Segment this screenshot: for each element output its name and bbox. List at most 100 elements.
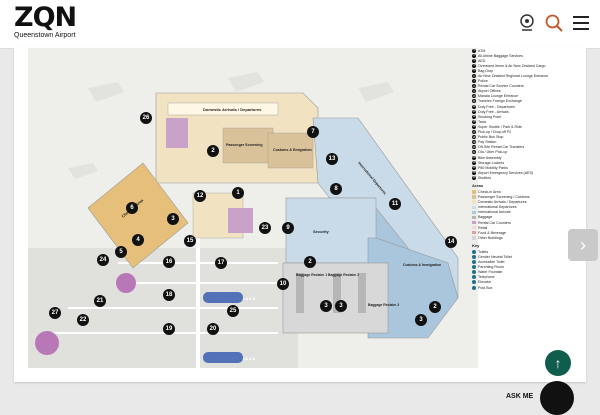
baggage-reclaim-3-label: Baggage Reclaim 3	[368, 303, 399, 307]
legend-key-item-swatch	[472, 255, 476, 260]
menu-icon[interactable]	[571, 13, 591, 33]
map-marker[interactable]: 21	[94, 295, 106, 307]
location-pin-icon[interactable]	[517, 13, 537, 33]
legend-area-swatch	[472, 230, 476, 235]
map-marker[interactable]: 16	[163, 256, 175, 268]
map-marker[interactable]: 10	[277, 278, 289, 290]
legend-item-swatch: 11	[472, 99, 476, 104]
legend-item-label: Airport Emergency Services (AES)	[478, 170, 534, 175]
legend-area: Retail	[472, 225, 584, 230]
legend-key-item-swatch	[472, 285, 476, 290]
legend-key-item-label: Gender Neutral Toilet	[478, 255, 512, 260]
legend-key-item-label: Accessible Toilet	[478, 260, 505, 265]
map-marker[interactable]: 5	[115, 246, 127, 258]
passenger-screening-area	[222, 127, 274, 164]
legend-key-item-swatch	[472, 270, 476, 275]
map-marker[interactable]: 13	[326, 153, 338, 165]
scroll-top-button[interactable]: ↑	[545, 350, 571, 376]
legend-item-label: Airport Offices	[478, 89, 501, 94]
map-marker[interactable]: 12	[194, 190, 206, 202]
legend-item-label: Bag Drop	[478, 68, 494, 73]
logo[interactable]: ZQN Queenstown Airport	[14, 2, 77, 39]
map-marker[interactable]: 20	[207, 323, 219, 335]
ask-me-label[interactable]: ASK ME	[506, 393, 534, 400]
legend-area-swatch	[472, 215, 476, 220]
map-marker[interactable]: 25	[227, 305, 239, 317]
map-marker[interactable]: 15	[184, 235, 196, 247]
map-marker[interactable]: 19	[163, 323, 175, 335]
map-marker[interactable]: 26	[140, 112, 152, 124]
legend-item-swatch: 21	[472, 150, 476, 155]
legend-area: Domestic Arrivals / Departures	[472, 200, 584, 205]
search-icon[interactable]	[544, 13, 564, 33]
map-marker[interactable]: 17	[215, 257, 227, 269]
legend-key-item: Post Box	[472, 285, 584, 290]
customs-emigration-area	[267, 132, 314, 169]
chat-bubble-icon[interactable]	[540, 381, 574, 415]
legend-area-swatch	[472, 190, 476, 194]
map-marker[interactable]: 1	[232, 187, 244, 199]
map-marker[interactable]: 23	[259, 222, 271, 234]
map-marker[interactable]: 3	[167, 213, 179, 225]
map-marker[interactable]: 22	[77, 314, 89, 326]
legend-item-swatch: 17	[472, 130, 476, 135]
legend-item-swatch: 6	[472, 74, 476, 79]
legend-item-label: Pick-up / Drop-off P2	[478, 130, 512, 135]
legend-key-item-swatch	[472, 249, 476, 254]
legend-area-label: Rental Car Counters	[478, 220, 511, 225]
legend-key-item-swatch	[472, 265, 476, 270]
legend-item-label: Manaia Lounge Entrance	[478, 94, 519, 99]
terminal-map-card: Domestic Arrivals / Departures Passenger…	[14, 48, 586, 382]
map-marker[interactable]: 18	[163, 289, 175, 301]
legend-area-label: Food & Beverage	[478, 230, 506, 235]
legend-item-swatch: 8	[472, 84, 476, 89]
map-marker[interactable]: 8	[330, 183, 342, 195]
legend-key-item-swatch	[472, 275, 476, 280]
legend-area: Passenger Screening / Customs	[472, 195, 584, 200]
legend-areas-heading: Areas	[472, 183, 484, 189]
logo-mark: ZQN	[14, 2, 77, 33]
legend-area: Baggage	[472, 215, 584, 220]
map-marker[interactable]: 2	[207, 145, 219, 157]
map-marker[interactable]: 3	[320, 300, 332, 312]
legend-item-label: P80 Mobility Parks	[478, 165, 508, 170]
terminal-map[interactable]: Domestic Arrivals / Departures Passenger…	[28, 48, 478, 368]
map-marker[interactable]: 3	[415, 314, 427, 326]
legend-item-label: All Airline Baggage Services	[478, 53, 523, 58]
legend-area-label: International Departures	[478, 205, 517, 210]
legend-item-swatch: 12	[472, 104, 476, 109]
map-marker[interactable]: 14	[445, 236, 457, 248]
map-marker[interactable]: 2	[429, 301, 441, 313]
carousel-next-button[interactable]: ›	[568, 229, 598, 261]
legend-area-swatch	[472, 200, 476, 204]
legend-key-item-swatch	[472, 280, 476, 285]
legend-item-swatch: 19	[472, 140, 476, 145]
legend-item-swatch: 9	[472, 89, 476, 94]
map-marker[interactable]: 9	[282, 222, 294, 234]
legend-item-swatch: 5	[472, 68, 476, 73]
legend-item-label: Ola / Uber Pick-up	[478, 150, 508, 155]
map-marker[interactable]: 2	[304, 256, 316, 268]
map-marker[interactable]: 27	[49, 307, 61, 319]
map-marker[interactable]: 11	[389, 198, 401, 210]
terminal-map-drawing: Domestic Arrivals / Departures Passenger…	[28, 72, 459, 368]
map-marker[interactable]: 4	[132, 234, 144, 246]
map-marker[interactable]: 6	[126, 202, 138, 214]
map-marker[interactable]: 24	[97, 254, 109, 266]
map-marker[interactable]: 3	[335, 300, 347, 312]
legend-key-item: Elevator	[472, 280, 584, 285]
international-arrivals-area	[367, 237, 459, 339]
map-marker[interactable]: 7	[307, 126, 319, 138]
